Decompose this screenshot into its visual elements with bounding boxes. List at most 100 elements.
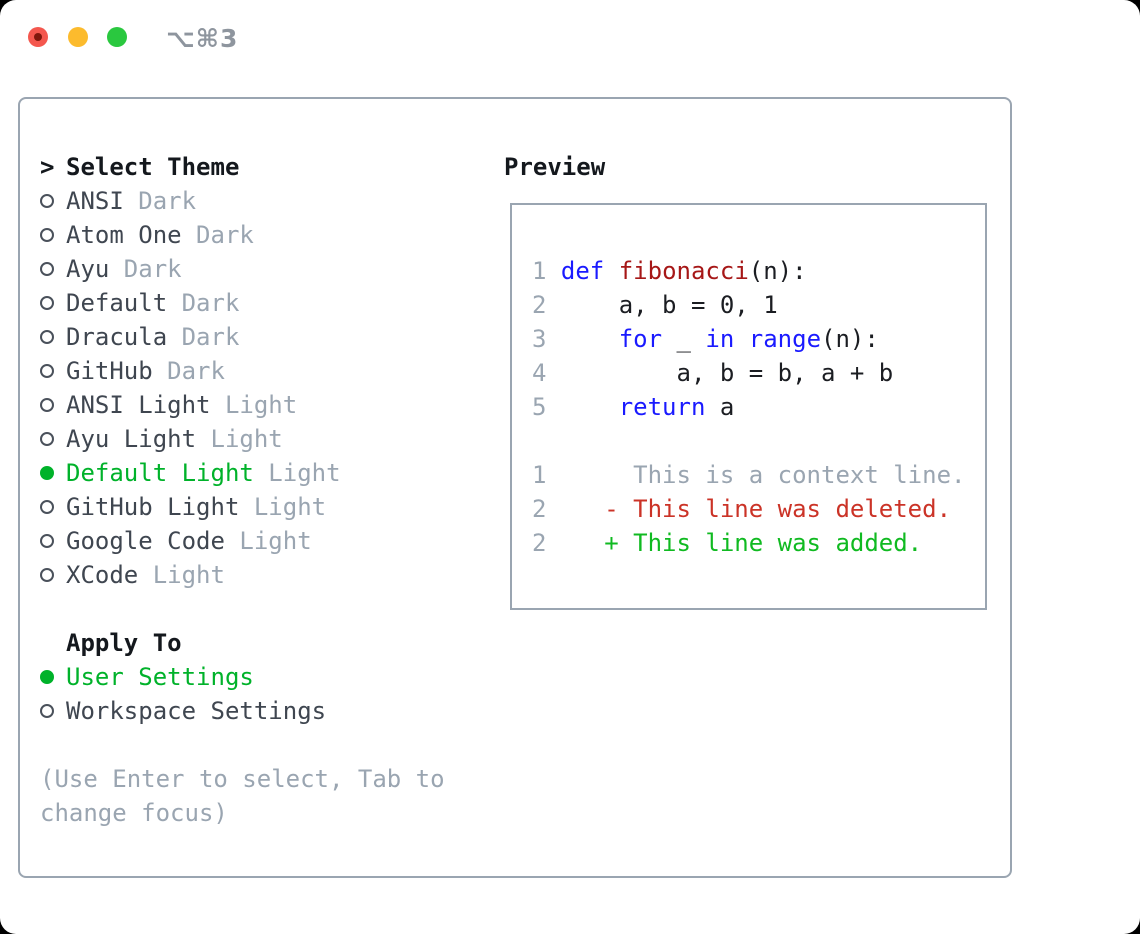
code-token: 3 — [532, 325, 547, 353]
theme-option[interactable]: Dracula Dark — [40, 320, 470, 354]
zoom-button[interactable] — [107, 27, 127, 47]
select-theme-title: Select Theme — [66, 153, 240, 181]
minimize-button[interactable] — [68, 27, 88, 47]
theme-option[interactable]: Ayu Light Light — [40, 422, 470, 456]
radio-selected-icon — [40, 670, 54, 684]
radio-icon — [40, 194, 54, 208]
radio-marker — [40, 456, 66, 490]
code-line: 2 a, b = 0, 1 — [532, 288, 985, 322]
apply-option[interactable]: User Settings — [40, 660, 470, 694]
code-token — [604, 257, 618, 285]
theme-name: Ayu Light — [66, 425, 197, 453]
radio-marker — [40, 422, 66, 456]
apply-name: Workspace Settings — [66, 697, 327, 725]
code-line: 2 - This line was deleted. — [532, 492, 985, 526]
window-title: ⌥⌘3 — [166, 24, 239, 53]
code-token — [734, 325, 748, 353]
theme-option[interactable]: Default Light Light — [40, 456, 470, 490]
theme-option[interactable]: ANSI Light Light — [40, 388, 470, 422]
theme-option[interactable]: Default Dark — [40, 286, 470, 320]
radio-marker — [40, 320, 66, 354]
apply-name: User Settings — [66, 663, 254, 691]
theme-variant: Dark — [109, 255, 182, 283]
help-text: (Use Enter to select, Tab to change focu… — [40, 765, 460, 827]
theme-name: Default — [66, 289, 168, 317]
theme-name: GitHub Light — [66, 493, 240, 521]
code-token: in — [705, 325, 735, 353]
code-token — [546, 393, 618, 421]
theme-variant: Light — [224, 527, 312, 555]
code-token — [546, 325, 618, 353]
radio-selected-icon — [40, 466, 54, 480]
code-token: a, b = b, a + b — [546, 359, 894, 387]
theme-variant: Dark — [123, 187, 197, 215]
theme-variant: Dark — [167, 289, 240, 317]
code-token: This is a context line. — [546, 461, 966, 489]
theme-name: Default Light — [66, 459, 254, 487]
code-token: 1 — [532, 461, 547, 489]
code-line — [532, 220, 985, 254]
theme-option[interactable]: XCode Light — [40, 558, 470, 592]
radio-icon — [40, 534, 54, 548]
theme-option[interactable]: Atom One Dark — [40, 218, 470, 252]
theme-option[interactable]: GitHub Dark — [40, 354, 470, 388]
theme-variant: Light — [253, 459, 341, 487]
theme-variant: Light — [239, 493, 327, 521]
apply-option[interactable]: Workspace Settings — [40, 694, 470, 728]
code-line: 1 This is a context line. — [532, 458, 985, 492]
radio-icon — [40, 296, 54, 310]
theme-option[interactable]: Ayu Dark — [40, 252, 470, 286]
radio-marker — [40, 558, 66, 592]
theme-option[interactable]: GitHub Light Light — [40, 490, 470, 524]
preview-header: Preview — [504, 153, 606, 181]
spacer — [40, 592, 470, 626]
code-token: (n): — [821, 325, 879, 353]
radio-marker — [40, 660, 66, 694]
theme-name: Atom One — [66, 221, 182, 249]
theme-name: Ayu — [66, 255, 110, 283]
radio-marker — [40, 524, 66, 558]
theme-variant: Light — [210, 391, 298, 419]
theme-name: Google Code — [66, 527, 225, 555]
code-token: return — [618, 393, 706, 421]
code-token: for — [618, 325, 663, 353]
theme-variant: Dark — [181, 221, 254, 249]
code-token: - This line was deleted. — [546, 495, 952, 523]
code-line: 5 return a — [532, 390, 985, 424]
radio-icon — [40, 398, 54, 412]
code-token: 2 — [532, 529, 547, 557]
theme-variant: Light — [196, 425, 283, 453]
prompt-marker: > — [40, 150, 66, 184]
close-button[interactable] — [28, 27, 48, 47]
code-line — [532, 424, 985, 458]
code-line: 1 def fibonacci(n): — [532, 254, 985, 288]
radio-marker — [40, 252, 66, 286]
radio-marker — [40, 218, 66, 252]
radio-icon — [40, 704, 54, 718]
radio-marker — [40, 694, 66, 728]
theme-option[interactable]: Google Code Light — [40, 524, 470, 558]
code-token: _ — [662, 325, 706, 353]
code-token: a, b = 0, 1 — [546, 291, 778, 319]
code-token: 2 — [532, 495, 547, 523]
radio-icon — [40, 432, 54, 446]
code-token: 5 — [532, 393, 547, 421]
theme-option[interactable]: ANSI Dark — [40, 184, 470, 218]
radio-icon — [40, 500, 54, 514]
apply-to-title: Apply To — [66, 629, 182, 657]
radio-marker — [40, 490, 66, 524]
titlebar: ⌥⌘3 — [0, 0, 1140, 97]
radio-icon — [40, 228, 54, 242]
code-token: range — [748, 325, 822, 353]
code-token: 4 — [532, 359, 547, 387]
apply-to-header: Apply To — [40, 626, 470, 660]
code-line: 4 a, b = b, a + b — [532, 356, 985, 390]
theme-name: ANSI Light — [66, 391, 211, 419]
code-token: (n): — [748, 257, 807, 285]
